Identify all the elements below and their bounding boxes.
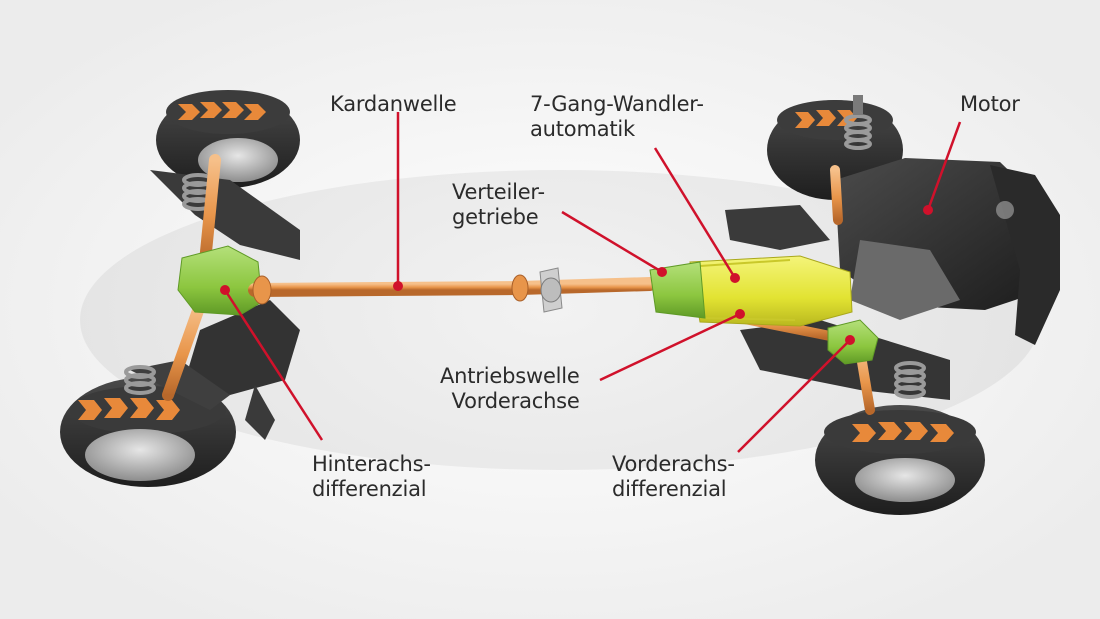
rear-left-wheel	[156, 90, 300, 188]
leader-lines	[223, 112, 962, 453]
label-wandlerautomatik-line-1: 7-Gang-Wandler-	[530, 92, 704, 116]
leader-verteilergetriebe	[561, 210, 663, 274]
leader-hinterachsdifferenzial	[223, 289, 324, 441]
label-kardanwelle: Kardanwelle	[330, 92, 457, 117]
label-antriebswelle-line-2: Vorderachse	[451, 389, 580, 413]
label-antriebswelle: Antriebswelle Vorderachse	[440, 364, 580, 414]
front-right-wheel	[815, 405, 985, 515]
rear-differential-housing	[177, 245, 263, 316]
label-hinterachsdifferenzial-line-1: Hinterachs-	[312, 452, 431, 476]
leader-antriebswelle	[599, 312, 741, 382]
rear-axle-assembly	[60, 90, 300, 487]
label-hinterachsdifferenzial-line-2: differenzial	[312, 477, 427, 501]
label-kardanwelle-line-1: Kardanwelle	[330, 92, 457, 116]
label-hinterachsdifferenzial: Hinterachs- differenzial	[312, 452, 431, 502]
propeller-shaft	[248, 267, 657, 313]
label-verteilergetriebe-line-1: Verteiler-	[452, 180, 545, 204]
label-vorderachsdifferenzial: Vorderachs- differenzial	[612, 452, 735, 502]
label-vorderachsdifferenzial-line-1: Vorderachs-	[612, 452, 735, 476]
rear-right-wheel	[60, 377, 236, 487]
leader-motor	[926, 121, 962, 211]
leader-dots	[220, 205, 933, 345]
leader-wandlerautomatik	[653, 147, 737, 279]
label-verteilergetriebe: Verteiler- getriebe	[452, 180, 545, 230]
leader-vorderachsdifferenzial	[737, 339, 851, 453]
label-motor: Motor	[960, 92, 1020, 117]
label-wandlerautomatik-line-2: automatik	[530, 117, 636, 141]
label-wandlerautomatik: 7-Gang-Wandler- automatik	[530, 92, 704, 142]
label-verteilergetriebe-line-2: getriebe	[452, 205, 539, 229]
label-vorderachsdifferenzial-line-2: differenzial	[612, 477, 727, 501]
label-motor-line-1: Motor	[960, 92, 1020, 116]
label-antriebswelle-line-1: Antriebswelle	[440, 364, 580, 388]
